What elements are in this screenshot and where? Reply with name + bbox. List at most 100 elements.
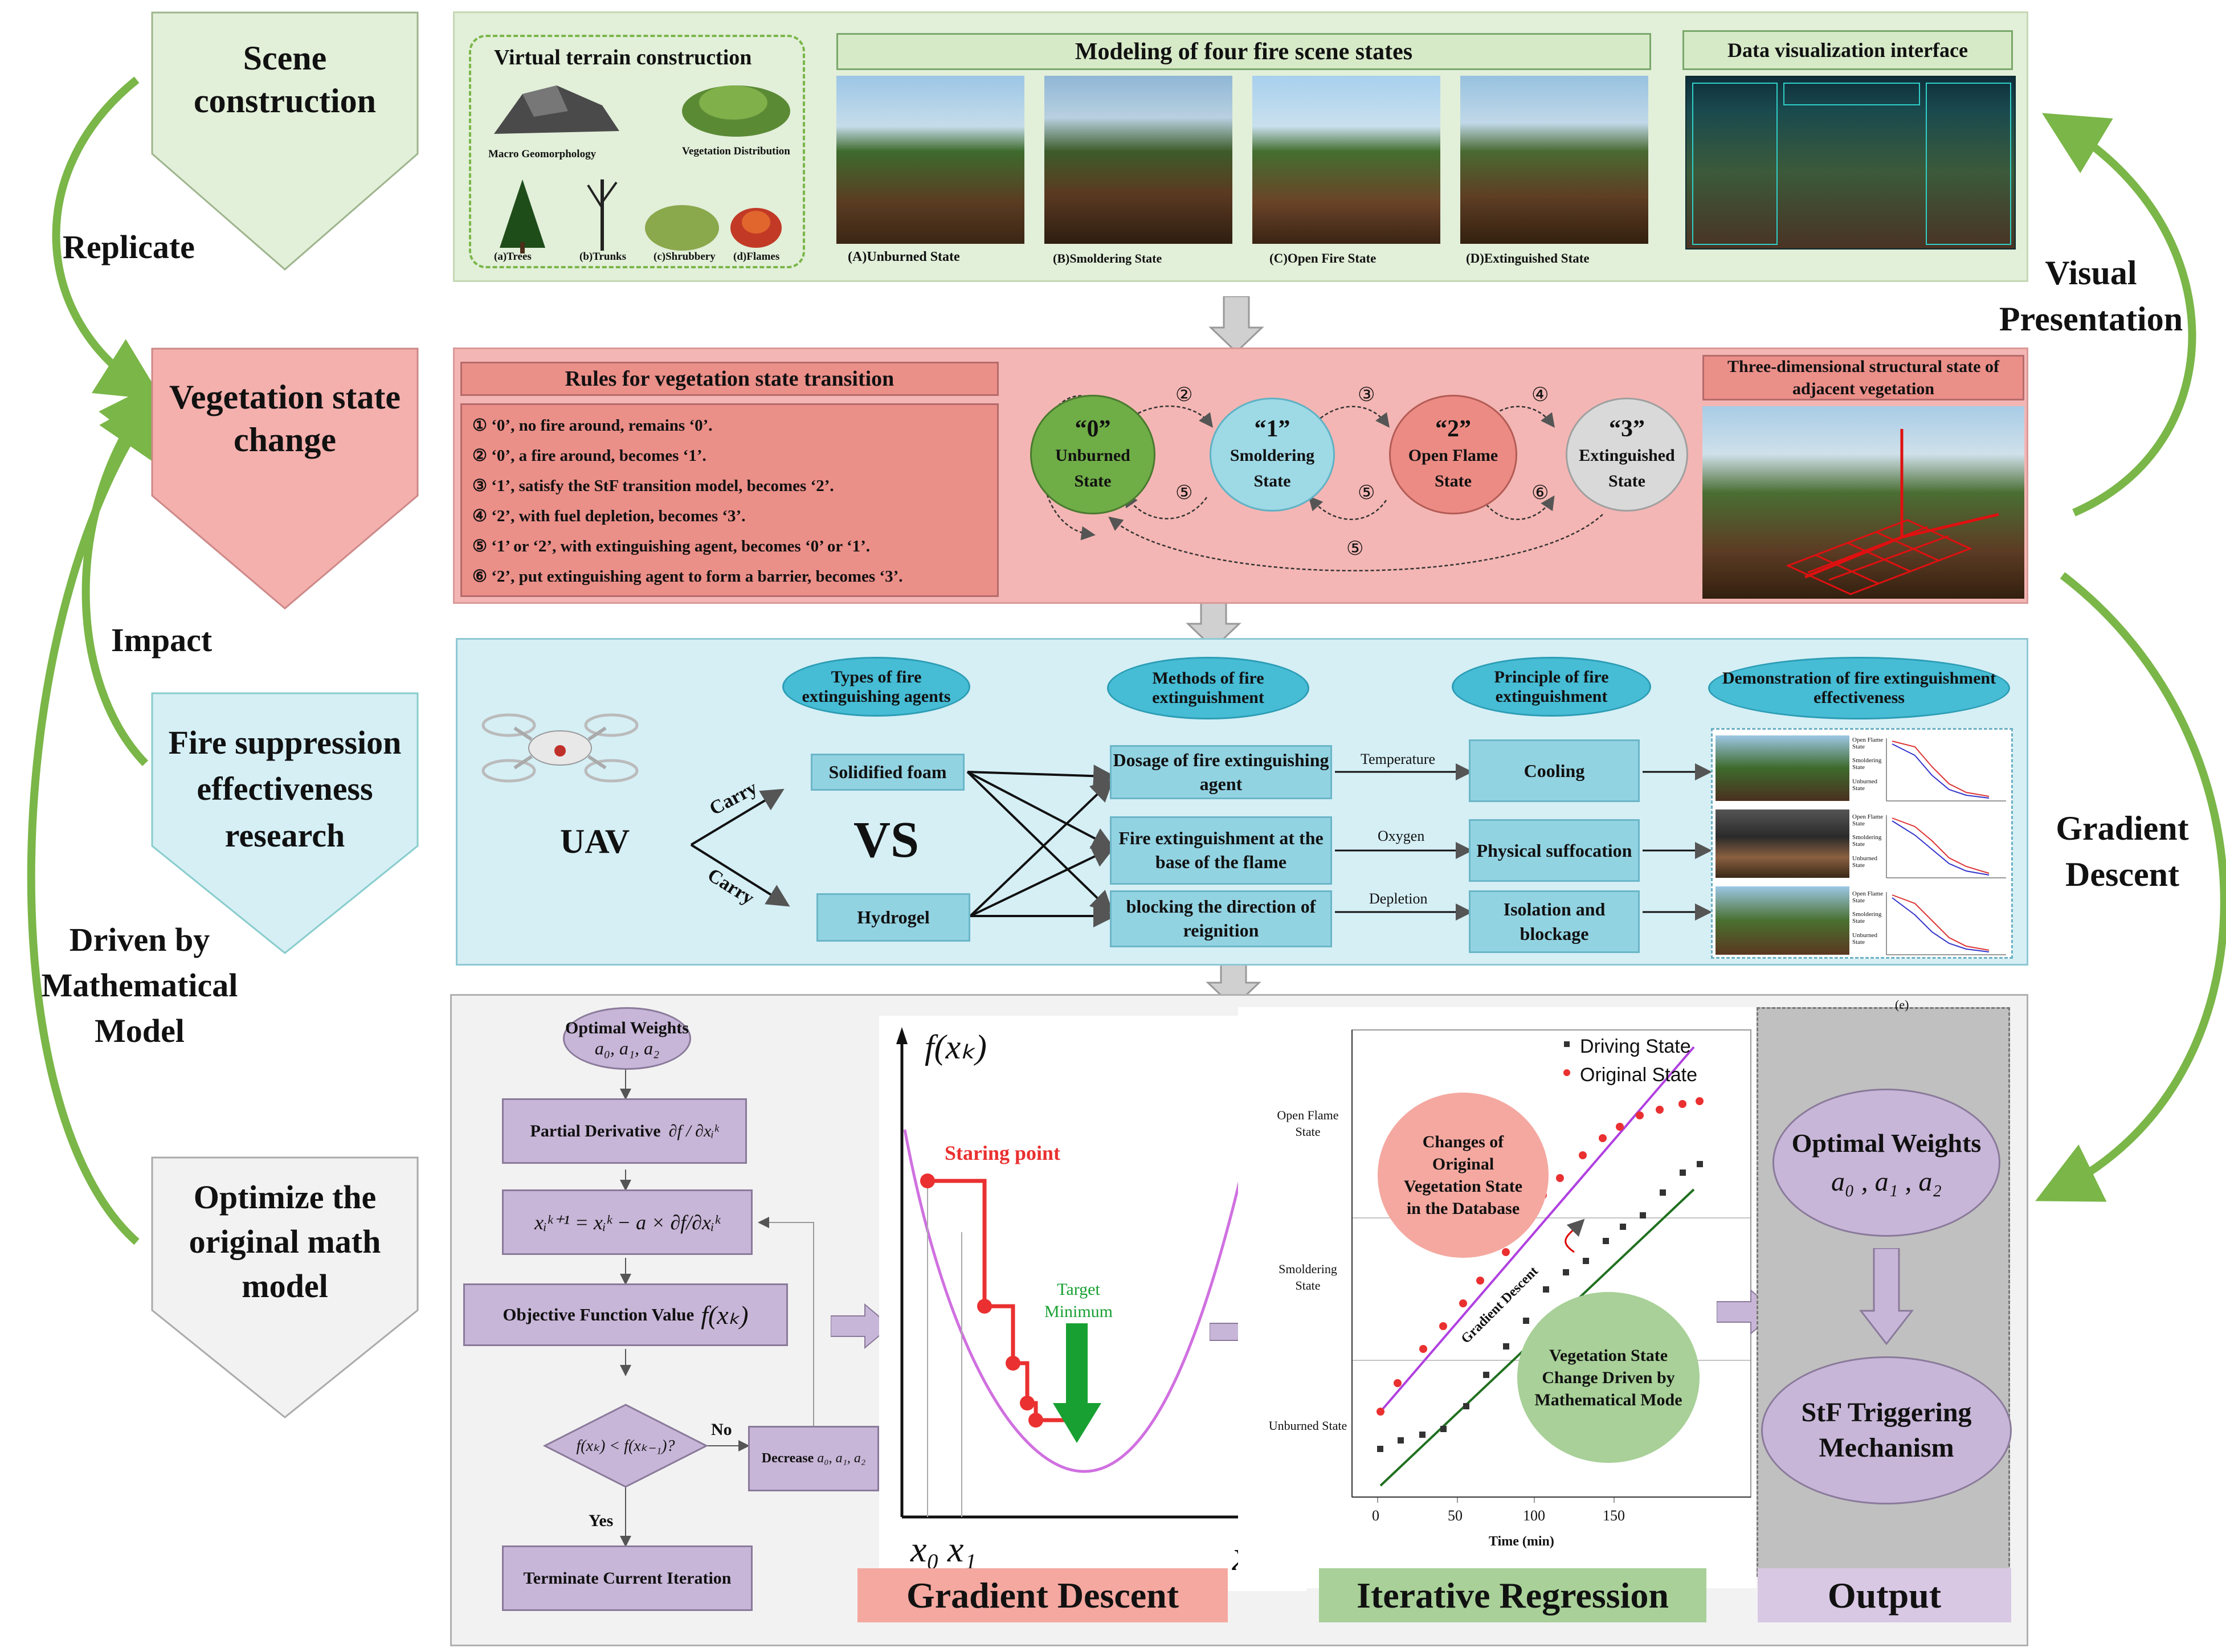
gd-x0: x₀ xyxy=(910,1529,940,1569)
rule-1: ① ‘0’, no fire around, remains ‘0’. xyxy=(472,416,713,435)
rule-6: ⑥ ‘2’, put extinguishing agent to form a… xyxy=(472,567,903,586)
method-block: blocking the direction of reignition xyxy=(1110,890,1332,947)
state-label-extinguished: (D)Extinguished State xyxy=(1466,251,1590,265)
link-temperature: Temperature xyxy=(1361,751,1435,767)
terrain-label-vegetation: Vegetation Distribution xyxy=(682,145,790,157)
arrow-label-2: ② xyxy=(1175,385,1193,406)
structure-image xyxy=(1702,406,2024,599)
visual-label: Visual Presentation xyxy=(1999,254,2183,338)
header-demo: Demonstration of fire extinguishment eff… xyxy=(1708,657,2010,719)
regression-xlabel: Time (min) xyxy=(1489,1534,1554,1549)
vs-label: VS xyxy=(853,812,920,868)
demo-label-3a: Open Flame State xyxy=(1852,890,1884,905)
arrow-label-6: ⑥ xyxy=(1531,482,1549,504)
flow-objective-expr: f(xₖ) xyxy=(701,1301,749,1330)
fire-flow-arrows xyxy=(690,763,1712,927)
demo-label-1a: Open Flame State xyxy=(1852,737,1884,751)
modeling-title: Modeling of four fire scene states xyxy=(836,33,1651,70)
rule-3: ③ ‘1’, satisfy the StF transition model,… xyxy=(472,477,834,495)
ystate-open-flame: Open Flame State xyxy=(1277,1108,1339,1139)
element-label-flames: (d)Flames xyxy=(733,251,780,263)
xtick-50: 50 xyxy=(1448,1507,1463,1524)
xtick-100: 100 xyxy=(1523,1507,1545,1524)
uav-label: UAV xyxy=(560,823,630,860)
macro-geomorphology-image xyxy=(494,85,619,134)
vegetation-panel: Rules for vegetation state transition ① … xyxy=(453,347,2028,604)
bottom-iterative-regression: Iterative Regression xyxy=(1319,1568,1706,1622)
replicate-arrow xyxy=(52,76,163,400)
driven-circle: Vegetation State Change Driven by Mathem… xyxy=(1517,1292,1700,1463)
stage-scene: Scene construction xyxy=(151,11,419,271)
down-arrow-1 xyxy=(1208,296,1264,353)
terrain-label-macro: Macro Geomorphology xyxy=(488,148,597,160)
uav-image xyxy=(481,713,639,783)
flow-no: No xyxy=(711,1420,732,1439)
gd-x1: x₁ xyxy=(947,1529,977,1569)
vegetation-distribution-image xyxy=(682,85,790,137)
method-dosage: Dosage of fire extinguishing agent xyxy=(1110,745,1332,799)
demo-label-2c: Unburned State xyxy=(1852,855,1877,869)
gradient-arrow xyxy=(2035,572,2226,1202)
demo-box: Open Flame State Smoldering State Unburn… xyxy=(1711,728,2013,959)
state-node-2-name: Open Flame State xyxy=(1408,446,1498,490)
gd-target-label: Target Minimum xyxy=(1044,1280,1113,1321)
state-node-0-num: “0” xyxy=(1075,416,1111,442)
flow-objective-label: Objective Function Value xyxy=(503,1305,695,1324)
header-methods: Methods of fire extinguishment xyxy=(1107,657,1309,719)
stage-optimize: Optimize the original math model xyxy=(151,1156,419,1418)
state-label-smoldering: (B)Smoldering State xyxy=(1053,251,1162,265)
principle-isolation: Isolation and blockage xyxy=(1469,890,1640,953)
state-node-1-name: Smoldering State xyxy=(1230,446,1315,490)
stage-vegetation-label: Vegetation state change xyxy=(169,378,401,459)
method-base: Fire extinguishment at the base of the f… xyxy=(1110,816,1332,885)
flow-decrease: Decrease a₀, a₁, a₂ xyxy=(748,1426,879,1491)
scene-panel: Virtual terrain construction Macro Geomo… xyxy=(453,11,2028,282)
demo-label-2b: Smoldering State xyxy=(1852,834,1882,848)
ystate-unburned: Unburned State xyxy=(1268,1418,1347,1433)
arrow-label-4: ④ xyxy=(1531,385,1549,406)
arrow-label-5a: ⑤ xyxy=(1175,482,1193,504)
state-label-open-fire: (C)Open Fire State xyxy=(1269,251,1377,265)
terrain-box: Virtual terrain construction Macro Geomo… xyxy=(469,35,805,268)
rules-box: ① ‘0’, no fire around, remains ‘0’. ② ‘0… xyxy=(460,403,999,597)
flow-yes: Yes xyxy=(589,1511,614,1530)
rule-2: ② ‘0’, a fire around, becomes ‘1’. xyxy=(472,447,706,465)
stage-fire-label: Fire suppression effectiveness research xyxy=(168,724,402,854)
state-node-2: “2” Open Flame State xyxy=(1389,395,1517,514)
state-label-unburned: (A)Unburned State xyxy=(848,250,960,264)
output-weights-label: Optimal Weights xyxy=(1791,1128,1982,1158)
rule-4: ④ ‘2’, with fuel depletion, becomes ‘3’. xyxy=(472,507,746,525)
ystate-smoldering: Smoldering State xyxy=(1279,1262,1337,1293)
state-node-3: “3” Extinguished State xyxy=(1566,398,1688,512)
output-e: (e) xyxy=(1895,997,1909,1012)
impact-label: Impact xyxy=(111,621,213,659)
structure-title: Three-dimensional structural state of ad… xyxy=(1702,355,2024,400)
state-image-open-fire xyxy=(1252,76,1440,244)
state-image-smoldering xyxy=(1044,76,1232,244)
dataviz-image xyxy=(1685,76,2016,250)
state-image-extinguished xyxy=(1460,76,1648,244)
state-node-1-num: “1” xyxy=(1254,416,1290,442)
demo-charts xyxy=(1886,738,2006,955)
flow-partial-label: Partial Derivative xyxy=(530,1121,661,1140)
regression-plot: Driving State Original State Open Flame … xyxy=(1238,1007,1757,1588)
agent-hydrogel: Hydrogel xyxy=(816,893,970,942)
gd-start-label: Staring point xyxy=(945,1142,1061,1164)
flow-partial: Partial Derivative ∂f / ∂xᵢᵏ xyxy=(502,1098,747,1164)
output-down-arrow xyxy=(1859,1248,1914,1345)
flow-update: xᵢᵏ⁺¹ = xᵢᵏ − a × ∂f/∂xᵢᵏ xyxy=(502,1189,753,1255)
arrow-label-5b: ⑤ xyxy=(1358,482,1375,504)
element-images xyxy=(500,179,782,253)
header-principle: Principle of fire extinguishment xyxy=(1452,657,1651,717)
flow-decision-shape xyxy=(543,1404,708,1488)
demo-label-1c: Unburned State xyxy=(1852,778,1877,792)
demo-image-1 xyxy=(1716,735,1849,801)
demo-label-2a: Open Flame State xyxy=(1852,813,1884,828)
state-node-1: “1” Smoldering State xyxy=(1210,398,1335,512)
xtick-0: 0 xyxy=(1372,1507,1379,1524)
fire-panel: UAV VS Carry Carry Types of fire extingu… xyxy=(456,638,2028,966)
driven-label: Driven by Mathematical Model xyxy=(41,921,238,1050)
flow-start-label: Optimal Weights xyxy=(565,1018,689,1037)
rule-5: ⑤ ‘1’ or ‘2’, with extinguishing agent, … xyxy=(472,537,871,555)
